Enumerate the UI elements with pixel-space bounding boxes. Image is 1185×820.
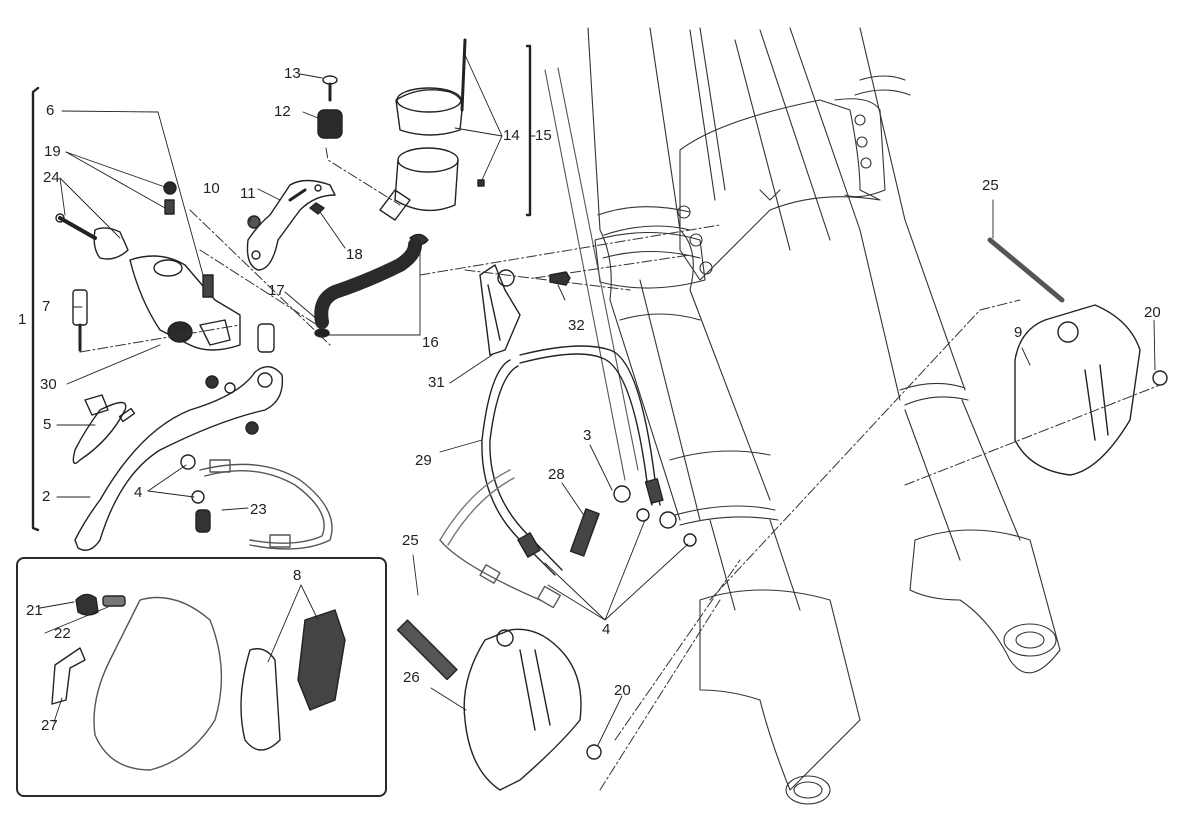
- fluid-reservoir: [379, 38, 485, 246]
- lower-hose-fitting: [439, 539, 561, 609]
- callout-4-caliper: 4: [602, 621, 611, 638]
- callout-5: 5: [43, 416, 52, 433]
- brake-lever: [74, 366, 284, 551]
- callout-22: 22: [54, 625, 71, 642]
- caliper-right: [987, 237, 1168, 476]
- callout-16: 16: [422, 334, 439, 351]
- callout-32: 32: [568, 317, 585, 334]
- callout-13: 13: [284, 65, 301, 82]
- callout-9: 9: [1014, 324, 1023, 341]
- callout-23: 23: [250, 501, 267, 518]
- banjo-fitting: [659, 511, 677, 529]
- inset-artwork: [51, 593, 346, 771]
- callout-18: 18: [346, 246, 363, 263]
- banjo-bolt-23: [195, 509, 211, 533]
- brake-hose: [439, 345, 664, 576]
- callout-12: 12: [274, 103, 291, 120]
- fork-right: [734, 27, 1061, 674]
- grommet: [317, 75, 343, 139]
- washer: [636, 508, 650, 522]
- callout-19: 19: [44, 143, 61, 160]
- banjo-bolt-3: [613, 485, 631, 503]
- pad-detail-inset: [16, 557, 387, 797]
- brake-light-switch: [72, 394, 136, 464]
- callout-7: 7: [42, 298, 51, 315]
- callout-17: 17: [268, 282, 285, 299]
- washer: [683, 533, 697, 547]
- leader-lines: [31, 44, 1156, 746]
- callout-3: 3: [583, 427, 592, 444]
- bracket-nut: [309, 202, 325, 215]
- callout-4-lever: 4: [134, 484, 143, 501]
- callout-26: 26: [403, 669, 420, 686]
- callout-29: 29: [415, 452, 432, 469]
- callout-1: 1: [18, 311, 27, 328]
- reservoir-bracket: [246, 179, 336, 271]
- callout-10: 10: [203, 180, 220, 197]
- callout-25-left: 25: [402, 532, 419, 549]
- callout-20-right: 20: [1144, 304, 1161, 321]
- caliper-left: [396, 619, 602, 791]
- lever-hose: [199, 459, 333, 550]
- callout-8: 8: [293, 567, 302, 584]
- hose-guide: [479, 264, 521, 356]
- callout-25-right: 25: [982, 177, 999, 194]
- callout-28: 28: [548, 466, 565, 483]
- pivot-pin: [72, 289, 88, 352]
- callout-30: 30: [40, 376, 57, 393]
- dash-lines: [79, 147, 1161, 791]
- union-bolt: [569, 508, 600, 557]
- callout-21: 21: [26, 602, 43, 619]
- callout-20-left: 20: [614, 682, 631, 699]
- triple-clamp: [677, 98, 886, 281]
- pivot-bushing: [205, 323, 275, 394]
- callout-27: 27: [41, 717, 58, 734]
- callout-11: 11: [240, 185, 256, 202]
- callout-2: 2: [42, 488, 51, 505]
- reservoir-hose: [314, 238, 422, 329]
- callout-24: 24: [43, 169, 60, 186]
- callout-14: 14: [503, 127, 520, 144]
- callout-15: 15: [535, 127, 552, 144]
- washer-upper: [180, 454, 196, 470]
- master-cylinder: [55, 181, 241, 351]
- fork-left: [544, 27, 861, 805]
- callout-31: 31: [428, 374, 445, 391]
- callout-6: 6: [46, 102, 55, 119]
